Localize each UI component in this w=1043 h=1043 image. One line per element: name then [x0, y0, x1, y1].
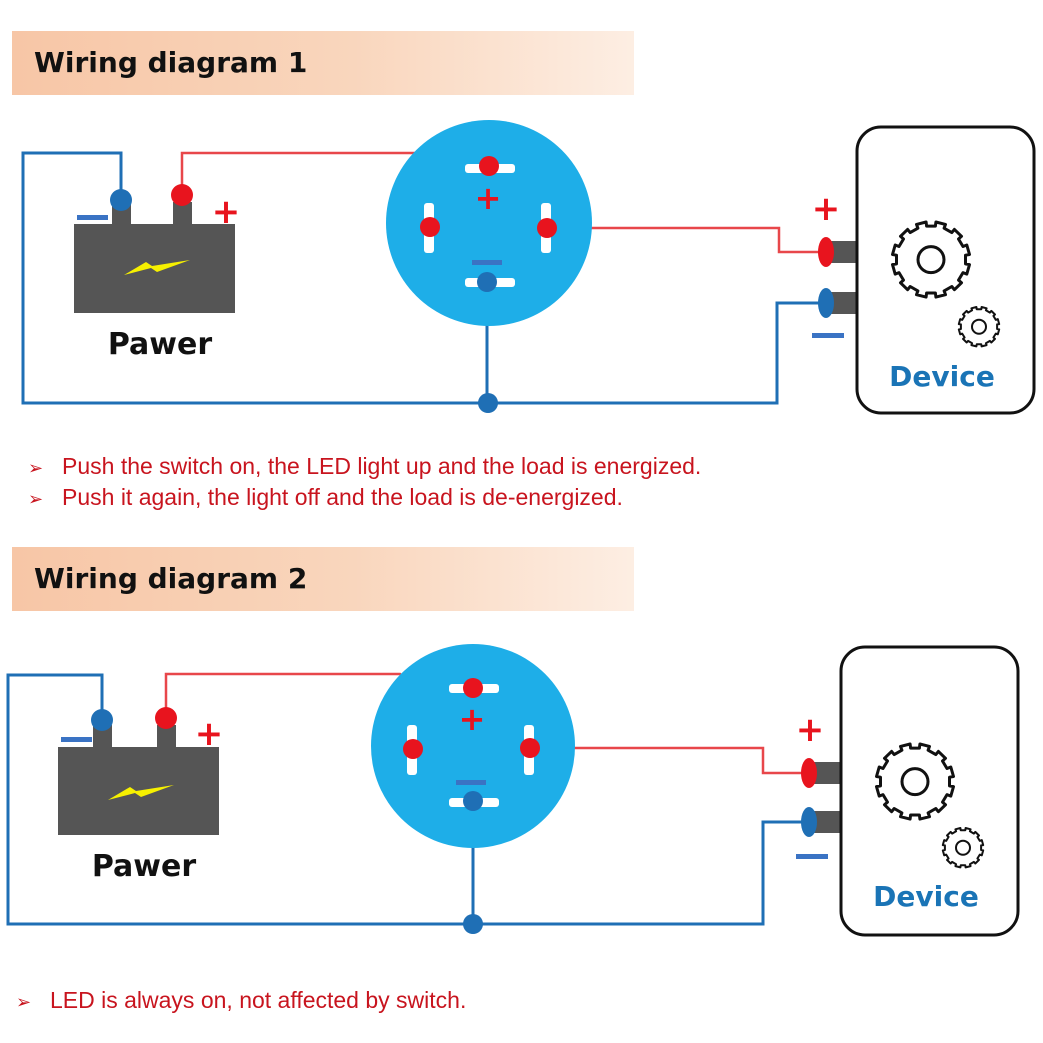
note-text: LED is always on, not affected by switch… [50, 987, 467, 1013]
device-plus-sign: + [796, 710, 825, 750]
wiring-diagram-2: + Pawer + + Device [6, 644, 1020, 937]
diagram-1-title-bar: Wiring diagram 1 [12, 31, 634, 95]
small-gear-icon [941, 827, 985, 869]
bullet-arrow-icon: ➢ [28, 458, 44, 479]
bullet-arrow-icon: ➢ [28, 489, 44, 510]
diagram-2-title: Wiring diagram 2 [34, 562, 308, 595]
battery [58, 725, 219, 835]
battery-plus-sign: + [195, 714, 224, 754]
device-connectors [818, 237, 858, 318]
diagram-2-title-bar: Wiring diagram 2 [12, 547, 634, 611]
device-minus-sign [812, 333, 844, 338]
battery-positive-terminal [171, 184, 193, 206]
wire-junction [463, 914, 483, 934]
lightning-bolt-icon [124, 260, 190, 275]
battery-plus-sign: + [212, 192, 241, 232]
battery-negative-terminal [110, 189, 132, 211]
device-plus-sign: + [812, 189, 841, 229]
diagram-2-note-1: ➢ LED is always on, not affected by switc… [16, 986, 466, 1017]
note-text: Push it again, the light off and the loa… [62, 484, 623, 510]
power-label: Pawer [108, 327, 212, 362]
battery-negative-terminal [91, 709, 113, 731]
battery [74, 202, 235, 313]
switch-plus-sign: + [475, 179, 502, 217]
large-gear-icon [891, 220, 971, 299]
device-label: Device [889, 360, 995, 393]
device-minus-sign [796, 854, 828, 859]
battery-minus-sign [77, 215, 108, 220]
diagram-1-note-2: ➢ Push it again, the light off and the lo… [28, 483, 623, 514]
wiring-diagram-1: + Pawer + + Device [21, 120, 1036, 415]
power-label: Pawer [92, 849, 196, 884]
note-text: Push the switch on, the LED light up and… [62, 453, 702, 479]
diagram-1-note-1: ➢ Push the switch on, the LED light up an… [28, 452, 701, 483]
switch-plus-sign: + [459, 700, 486, 738]
small-gear-icon [957, 306, 1001, 348]
large-gear-icon [875, 742, 955, 821]
battery-minus-sign [61, 737, 92, 742]
bullet-arrow-icon: ➢ [16, 992, 32, 1013]
device-connectors [801, 758, 842, 837]
lightning-bolt-icon [108, 785, 174, 800]
push-button-switch: + [371, 644, 575, 848]
diagram-1-title: Wiring diagram 1 [34, 46, 308, 79]
battery-positive-terminal [155, 707, 177, 729]
wire-junction [478, 393, 498, 413]
push-button-switch: + [386, 120, 592, 326]
device-label: Device [873, 880, 979, 913]
